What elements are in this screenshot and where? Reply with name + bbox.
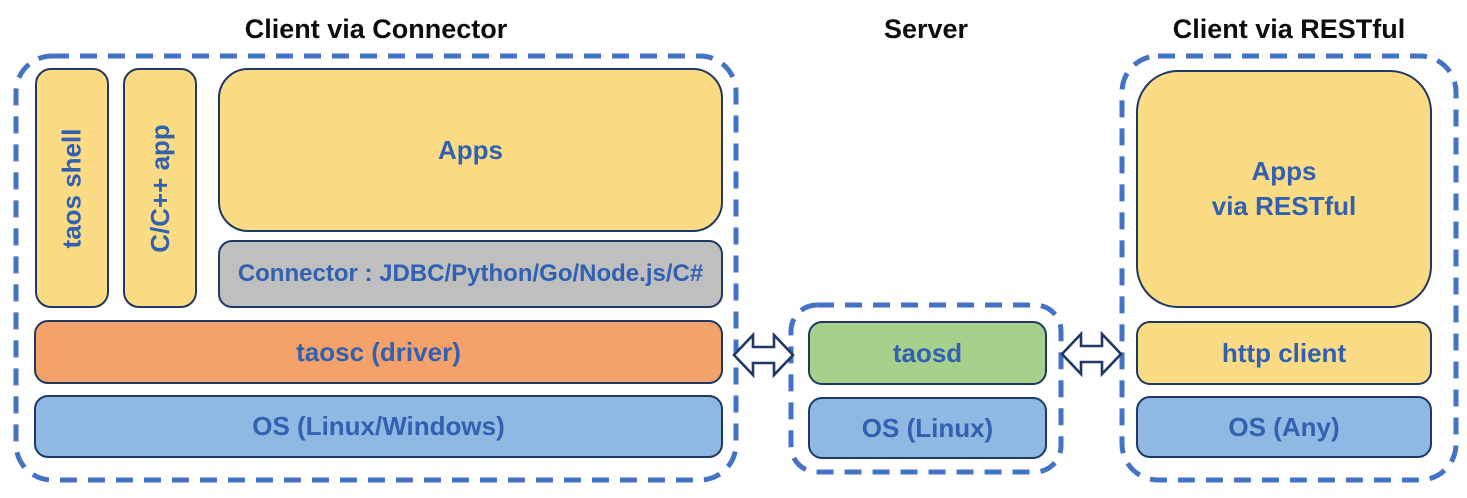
client-connector-title: Client via Connector	[244, 14, 508, 44]
apps-box: Apps	[218, 68, 723, 232]
taosc-driver-label: taosc (driver)	[296, 336, 461, 367]
client-restful-title: Client via RESTful	[1172, 14, 1406, 44]
taosd-box: taosd	[808, 321, 1047, 385]
os-linux-windows-label: OS (Linux/Windows)	[252, 411, 505, 441]
apps-label: Apps	[438, 134, 503, 165]
apps-via-restful-label: Apps via RESTful	[1211, 155, 1357, 221]
taosc-driver-box: taosc (driver)	[34, 320, 723, 384]
taosd-label: taosd	[892, 337, 963, 368]
cpp-app-box: C/C++ app	[123, 68, 197, 308]
connector-box: Connector : JDBC/Python/Go/Node.js/C#	[218, 240, 723, 308]
cpp-app-label: C/C++ app	[144, 123, 175, 253]
taos-shell-label: taos shell	[56, 128, 87, 248]
os-linux-windows-box: OS (Linux/Windows)	[34, 395, 723, 458]
server-title: Server	[883, 14, 969, 44]
taos-shell-box: taos shell	[35, 68, 109, 308]
server-group-border	[788, 302, 1064, 475]
os-any-label: OS (Any)	[1228, 411, 1340, 442]
http-client-label: http client	[1221, 337, 1347, 368]
os-any-box: OS (Any)	[1136, 396, 1432, 458]
apps-via-restful-box: Apps via RESTful	[1136, 70, 1432, 308]
double-arrow-icon	[732, 331, 795, 379]
connector-label: Connector : JDBC/Python/Go/Node.js/C#	[237, 260, 704, 287]
http-client-box: http client	[1136, 321, 1432, 385]
os-linux-box: OS (Linux)	[808, 397, 1047, 459]
client-connector-group-border	[13, 53, 739, 483]
os-linux-label: OS (Linux)	[861, 412, 994, 443]
double-arrow-icon	[1060, 330, 1123, 378]
